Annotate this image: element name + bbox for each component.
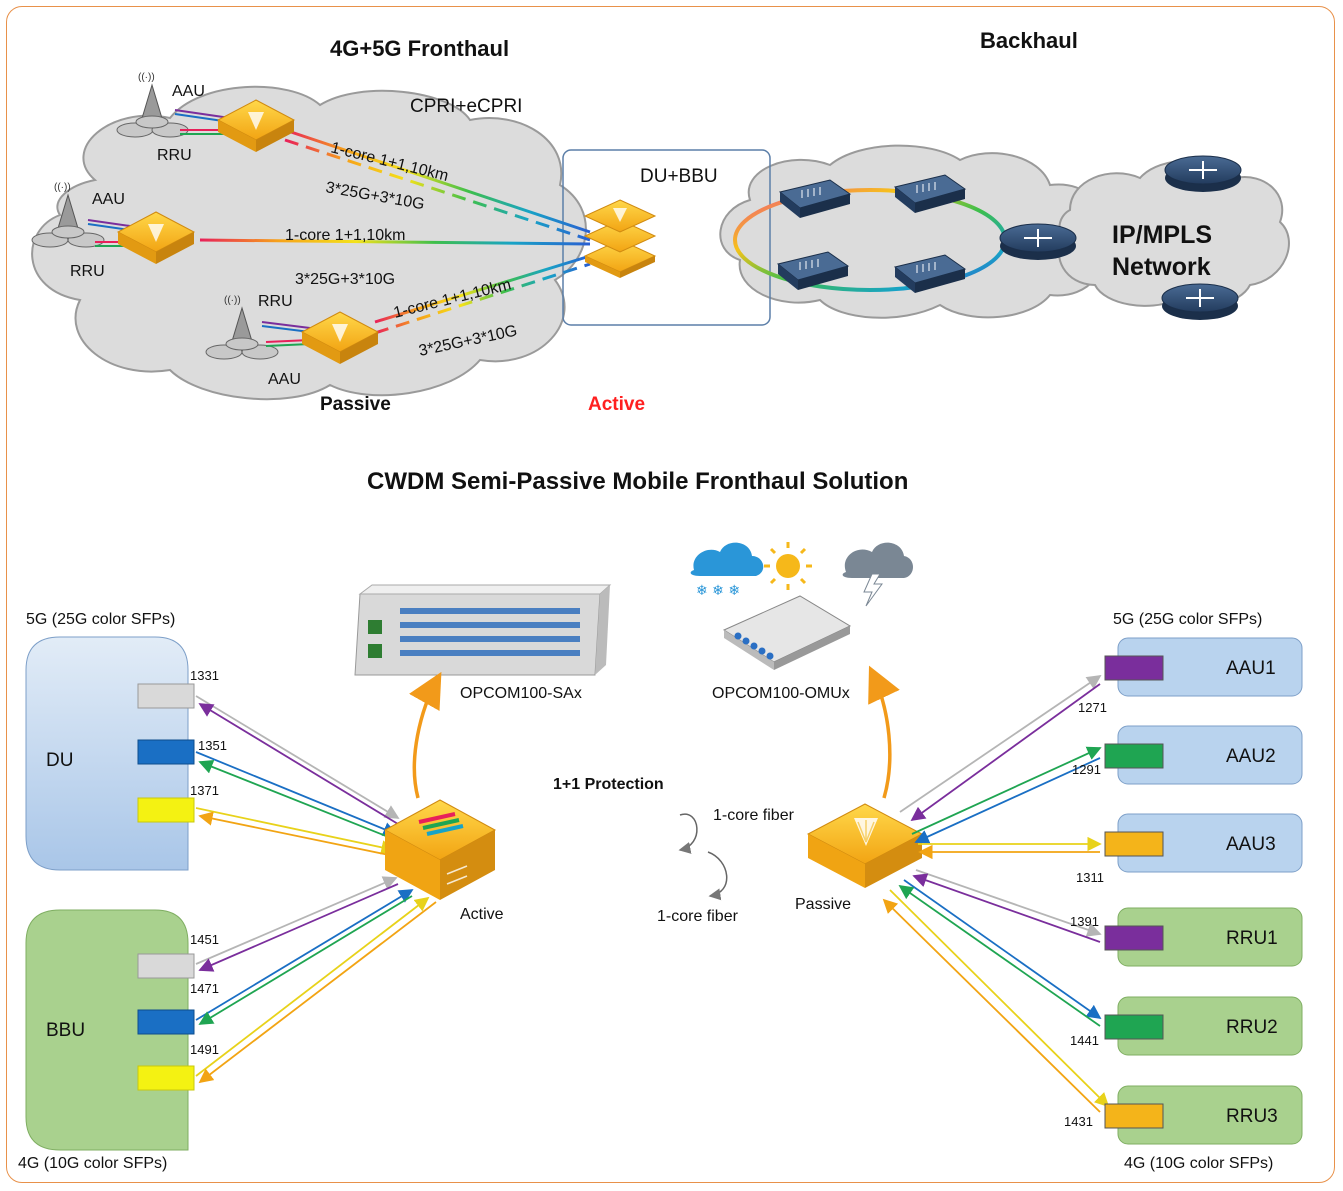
- diagram-frame: [6, 6, 1335, 1183]
- right-5g-caption: 5G (25G color SFPs): [1113, 611, 1262, 628]
- site-3-rru-label: RRU: [258, 293, 293, 310]
- fronthaul-cloud: [31, 85, 587, 401]
- svg-text:((·)): ((·)): [54, 182, 71, 193]
- antenna-tower-icon: ((·)): [205, 295, 279, 360]
- right-4g-caption: 4G (10G color SFPs): [1124, 1155, 1273, 1172]
- passive-to-omux-arrow: [868, 665, 900, 799]
- top-fiber-lines: [199, 128, 591, 335]
- ip-network-line2: Network: [1112, 253, 1211, 281]
- bbu-port-1: 1451: [190, 932, 219, 947]
- antenna-tower-icon: ((·)): [116, 72, 189, 138]
- svg-text:((·)): ((·)): [224, 295, 241, 306]
- opcom100-sax-chassis-icon: [354, 584, 612, 676]
- active-stack-icon: [583, 199, 657, 278]
- du-bbu-box: [562, 149, 771, 326]
- left-4g-caption: 4G (10G color SFPs): [18, 1155, 167, 1172]
- sfp-module-1471: [137, 1009, 195, 1035]
- sfp-module-1391: [1104, 925, 1164, 951]
- left-wavelength-arrows: [195, 695, 437, 1084]
- site-1-aau-label: AAU: [172, 83, 205, 100]
- svg-text:❄ ❄ ❄: ❄ ❄ ❄: [696, 583, 740, 599]
- opcom100-omux-module-icon: [722, 595, 852, 670]
- protection-switch-arrow-icon: [707, 851, 728, 901]
- right-wavelength-arrows: [882, 674, 1110, 1113]
- du-port-3: 1371: [190, 783, 219, 798]
- router-icon: [999, 155, 1242, 320]
- left-5g-caption: 5G (25G color SFPs): [26, 611, 175, 628]
- wavelength-label-1431: 1431: [1064, 1114, 1093, 1129]
- sfp-module-1351: [137, 739, 195, 765]
- remote-unit-label-aau3: AAU3: [1226, 834, 1276, 855]
- remote-unit-label-rru2: RRU2: [1226, 1017, 1278, 1038]
- omux-label: OPCOM100-OMUx: [712, 685, 850, 702]
- protection-switch-arrow-icon: [678, 813, 698, 854]
- sfp-module-1371: [137, 797, 195, 823]
- remote-unit-label-aau2: AAU2: [1226, 746, 1276, 767]
- wavelength-label-1291: 1291: [1072, 762, 1101, 777]
- fiber-bottom-label: 1-core fiber: [657, 908, 739, 925]
- sax-label: OPCOM100-SAx: [460, 685, 582, 702]
- site-2-rru-label: RRU: [70, 263, 105, 280]
- fronthaul-title: 4G+5G Fronthaul: [330, 36, 509, 61]
- site-2: ((·)) AAU RRU 1-core 1+1,10km 3*25G+3*10…: [31, 182, 406, 288]
- passive-node-icon: [116, 211, 196, 264]
- storm-cloud-icon: [842, 542, 913, 607]
- passive-cwdm-device-icon: [806, 803, 924, 888]
- passive-node-icon: [216, 99, 296, 152]
- passive-node-icon: [300, 311, 380, 364]
- protection-label: 1+1 Protection: [553, 776, 664, 793]
- active-cwdm-device-icon: [383, 799, 497, 900]
- svg-text:((·)): ((·)): [138, 72, 155, 83]
- top-passive-label: Passive: [320, 394, 391, 415]
- bbu-port-3: 1491: [190, 1042, 219, 1057]
- du-bbu-label: DU+BBU: [640, 166, 718, 187]
- sfp-module-1451: [137, 953, 195, 979]
- bbu-port-2: 1471: [190, 981, 219, 996]
- wavelength-label-1441: 1441: [1070, 1033, 1099, 1048]
- sfp-module-1311: [1104, 831, 1164, 857]
- sfp-module-1491: [137, 1065, 195, 1091]
- wavelength-label-1271: 1271: [1078, 700, 1107, 715]
- bottom-passive-label: Passive: [795, 896, 851, 913]
- remote-unit-label-rru3: RRU3: [1226, 1106, 1278, 1127]
- backhaul-title: Backhaul: [980, 28, 1078, 53]
- active-to-sax-arrow: [409, 671, 442, 799]
- du-label: DU: [46, 750, 73, 771]
- cpri-label: CPRI+eCPRI: [410, 96, 522, 117]
- du-port-1: 1331: [190, 668, 219, 683]
- ip-network-line1: IP/MPLS: [1112, 221, 1212, 249]
- antenna-tower-icon: ((·)): [31, 182, 105, 248]
- site-2-fiber-label: 1-core 1+1,10km: [285, 227, 406, 244]
- bottom-active-label: Active: [460, 906, 504, 923]
- sfp-module-1441: [1104, 1014, 1164, 1040]
- du-port-2: 1351: [198, 738, 227, 753]
- sfp-module-1331: [137, 683, 195, 709]
- site-1-rru-label: RRU: [157, 147, 192, 164]
- wavelength-label-1311: 1311: [1076, 870, 1104, 885]
- site-2-rate-label: 3*25G+3*10G: [295, 271, 395, 288]
- sfp-module-1291: [1104, 743, 1164, 769]
- site-2-aau-label: AAU: [92, 191, 125, 208]
- sfp-module-1271: [1104, 655, 1164, 681]
- solution-title: CWDM Semi-Passive Mobile Fronthaul Solut…: [367, 468, 908, 495]
- bbu-label: BBU: [46, 1020, 85, 1041]
- switch-icon: [776, 174, 967, 293]
- sun-icon: [764, 542, 812, 590]
- top-active-label: Active: [588, 394, 645, 415]
- remote-unit-label-rru1: RRU1: [1226, 928, 1278, 949]
- fiber-top-label: 1-core fiber: [713, 807, 795, 824]
- site-3-aau-label: AAU: [268, 371, 301, 388]
- remote-unit-label-aau1: AAU1: [1226, 658, 1276, 679]
- snow-cloud-icon: ❄ ❄ ❄: [690, 542, 764, 599]
- sfp-module-1431: [1104, 1103, 1164, 1129]
- wavelength-label-1391: 1391: [1070, 914, 1099, 929]
